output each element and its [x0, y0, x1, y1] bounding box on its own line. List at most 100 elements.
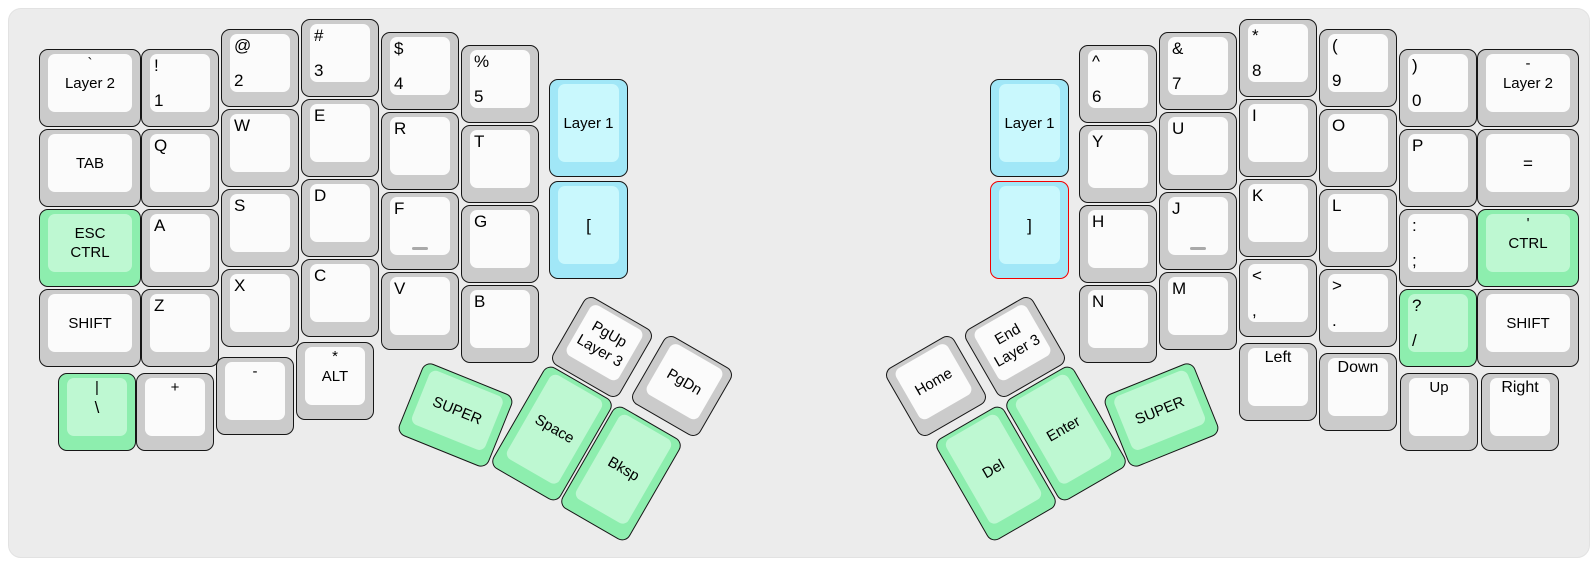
key-r-lt-comma[interactable]: <, [1239, 259, 1317, 337]
key-r-layer2[interactable]: -Layer 2 [1477, 49, 1579, 127]
key-label-center: SUPER [1132, 392, 1187, 428]
key-r-up[interactable]: Up [1400, 373, 1478, 451]
key-r-n[interactable]: N [1079, 285, 1157, 363]
key-r-h[interactable]: H [1079, 205, 1157, 283]
keycap-top [1088, 210, 1148, 268]
key-l-v[interactable]: V [381, 272, 459, 350]
key-label-top-center: Left [1264, 349, 1292, 366]
key-l-star-alt[interactable]: *ALT [296, 342, 374, 420]
key-r-y[interactable]: Y [1079, 125, 1157, 203]
key-r-rbracket[interactable]: ] [990, 181, 1069, 279]
key-l-layer1[interactable]: Layer 1 [549, 79, 628, 177]
keycap-top [1328, 34, 1388, 92]
key-label-center: Layer 1 [563, 114, 614, 132]
key-l-at-2[interactable]: @2 [221, 29, 299, 107]
key-label-top-left: Z [154, 296, 165, 315]
key-l-dollar-4[interactable]: $4 [381, 32, 459, 110]
key-l-plus[interactable]: + [136, 373, 214, 451]
key-l-minus[interactable]: - [216, 357, 294, 435]
key-r-paren-0[interactable]: )0 [1399, 49, 1477, 127]
key-r-l[interactable]: L [1319, 189, 1397, 267]
key-l-layer2[interactable]: ` Layer 2 [39, 49, 141, 127]
keycap-top [470, 290, 530, 348]
key-label-center: ] [1027, 215, 1032, 235]
key-r-left[interactable]: Left [1239, 343, 1317, 421]
key-r-caret-6[interactable]: ^6 [1079, 45, 1157, 123]
keycap-top [470, 130, 530, 188]
keycap-top [1328, 274, 1388, 332]
keycap-top [1088, 130, 1148, 188]
key-l-pct-5[interactable]: %5 [461, 45, 539, 123]
keycap-top [1168, 37, 1228, 95]
key-r-m[interactable]: M [1159, 272, 1237, 350]
key-r-star-8[interactable]: *8 [1239, 19, 1317, 97]
homing-bar [412, 246, 428, 250]
key-r-o[interactable]: O [1319, 109, 1397, 187]
key-label-bottom-left: / [1412, 331, 1417, 350]
key-label-top-left: B [474, 292, 486, 311]
key-label-top-center: Right [1501, 379, 1539, 396]
key-l-a[interactable]: A [141, 209, 219, 287]
key-l-excl-1[interactable]: !1 [141, 49, 219, 127]
keycap-top [150, 134, 210, 192]
key-l-c[interactable]: C [301, 259, 379, 337]
key-label-top-left: G [474, 212, 488, 231]
key-l-e[interactable]: E [301, 99, 379, 177]
key-l-q[interactable]: Q [141, 129, 219, 207]
key-r-layer1[interactable]: Layer 1 [990, 79, 1069, 177]
key-label-center: Layer 2 [64, 75, 116, 92]
key-label-center: TAB [75, 154, 105, 172]
keycap-top [310, 184, 370, 242]
key-r-gt-period[interactable]: >. [1319, 269, 1397, 347]
key-label-bottom-left: 5 [474, 87, 484, 106]
keycap-top [470, 50, 530, 108]
key-l-x[interactable]: X [221, 269, 299, 347]
key-r-down[interactable]: Down [1319, 353, 1397, 431]
key-l-r[interactable]: R [381, 112, 459, 190]
keycap-top [230, 34, 290, 92]
key-label-top-center: - [252, 363, 258, 380]
key-label-bottom-left: 8 [1252, 61, 1262, 80]
key-l-b[interactable]: B [461, 285, 539, 363]
keycap-top [1168, 197, 1228, 255]
key-r-j[interactable]: J [1159, 192, 1237, 270]
keycap-top [390, 197, 450, 255]
key-r-u[interactable]: U [1159, 112, 1237, 190]
key-r-right[interactable]: Right [1481, 373, 1559, 451]
key-label-bottom-left: 6 [1092, 87, 1102, 106]
key-l-d[interactable]: D [301, 179, 379, 257]
key-label-top-center: ` [87, 55, 93, 72]
key-r-paren-9[interactable]: (9 [1319, 29, 1397, 107]
key-r-quote-ctrl[interactable]: 'CTRL [1477, 209, 1579, 287]
key-l-w[interactable]: W [221, 109, 299, 187]
key-r-i[interactable]: I [1239, 99, 1317, 177]
key-l-g[interactable]: G [461, 205, 539, 283]
key-l-z[interactable]: Z [141, 289, 219, 367]
key-label-bottom-left: 1 [154, 91, 164, 110]
key-label-top-left: Q [154, 136, 168, 155]
key-r-question-slash[interactable]: ?/ [1399, 289, 1477, 367]
key-l-f[interactable]: F [381, 192, 459, 270]
key-l-hash-3[interactable]: #3 [301, 19, 379, 97]
key-label-top-left: P [1412, 136, 1424, 155]
key-r-amp-7[interactable]: &7 [1159, 32, 1237, 110]
key-l-tab[interactable]: TAB [39, 129, 141, 207]
keycap-top [150, 54, 210, 112]
key-l-shift[interactable]: SHIFT [39, 289, 141, 367]
key-label-center: \ [94, 398, 100, 417]
key-label-top-left: C [314, 266, 327, 285]
key-r-equals[interactable]: = [1477, 129, 1579, 207]
keycap-top [999, 186, 1060, 264]
key-l-s[interactable]: S [221, 189, 299, 267]
key-r-shift[interactable]: SHIFT [1477, 289, 1579, 367]
key-label-top-left: * [1252, 26, 1259, 45]
key-r-k[interactable]: K [1239, 179, 1317, 257]
key-r-colon-semi[interactable]: :; [1399, 209, 1477, 287]
key-r-p[interactable]: P [1399, 129, 1477, 207]
key-l-pipe-bslash[interactable]: |\ [58, 373, 136, 451]
key-l-lbracket[interactable]: [ [549, 181, 628, 279]
key-l-t[interactable]: T [461, 125, 539, 203]
